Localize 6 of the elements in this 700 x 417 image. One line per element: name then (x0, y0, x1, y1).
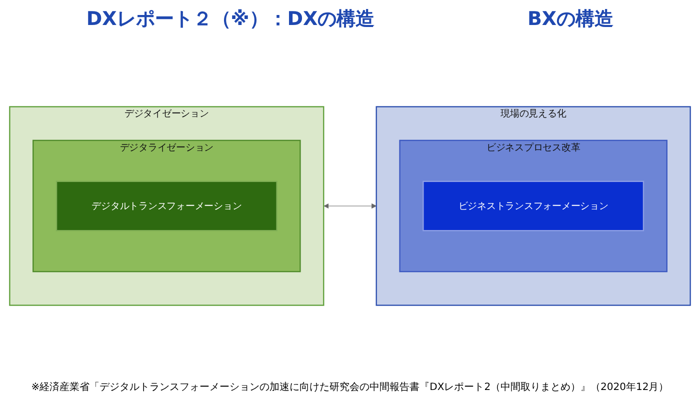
column-heading: BXの構造 (527, 7, 614, 32)
footnote: ※経済産業省「デジタルトランスフォーメーションの加速に向けた研究会の中間報告書『DXレポート2（中間取りまとめ）』（2020年12月） (31, 382, 669, 393)
column-heading: DXレポート２（※）：DXの構造 (86, 7, 375, 32)
node-box: ビジネストランスフォーメーション (422, 180, 644, 232)
arrow (324, 203, 377, 209)
node-box: デジタルトランスフォーメーション (56, 180, 278, 232)
